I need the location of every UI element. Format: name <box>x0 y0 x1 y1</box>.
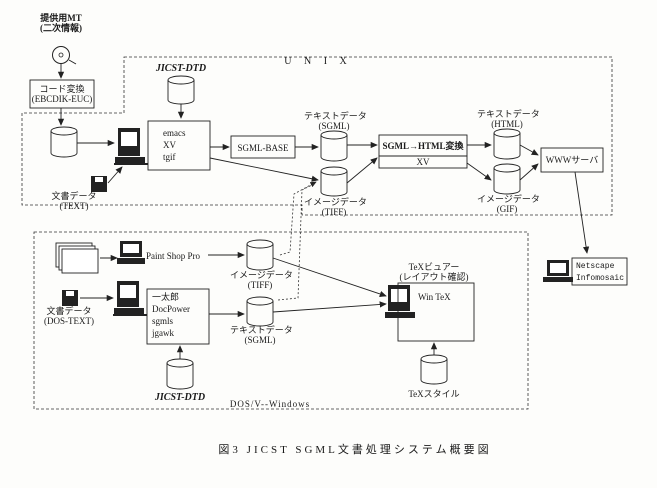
client-box <box>571 257 628 286</box>
xv-label: XV <box>416 157 430 167</box>
tex-style-label: TeXスタイル <box>408 389 460 399</box>
sgml-text-label: テキストデータ(SGML) <box>304 111 367 131</box>
dos-tools-box <box>146 288 210 345</box>
sgml-base-label: SGML-BASE <box>237 143 289 153</box>
text-data-label: 文書データ(TEXT) <box>51 191 97 211</box>
dos-region-label: DOS/V--Windows <box>229 399 311 409</box>
tool-ichitaro: 一太郎 <box>152 292 180 302</box>
paint-shop-label: Paint Shop Pro <box>146 251 201 261</box>
unix-label: U N I X <box>284 56 352 67</box>
unix-region <box>21 56 613 216</box>
tex-style-cylinder <box>420 354 448 385</box>
www-server-label: WWWサーバ <box>545 155 599 165</box>
html-text-cylinder <box>493 128 521 160</box>
dos-dtd-cylinder <box>166 358 194 390</box>
source-mt-label: 提供用MT(二次情報) <box>40 13 82 33</box>
tool-docpower: DocPower <box>152 304 190 314</box>
tex-viewer-label: TeXビュアー(レイアウト確認) <box>399 262 469 282</box>
code-converter-label: コード変換(EBCDIK-EUC) <box>31 84 93 104</box>
tool-sgmls: sgmls <box>152 316 174 326</box>
html-text-label: テキストデータ(HTML) <box>477 109 540 129</box>
tool-tgif: tgif <box>163 152 176 162</box>
floppy-disk-icon <box>91 176 107 192</box>
dos-tools-list: 一太郎 DocPower sgmls jgawk <box>152 292 206 338</box>
sgml-html-converter-label: SGML→HTML変換 <box>382 141 464 151</box>
scanned-documents-icon <box>55 242 99 274</box>
tool-xv: XV <box>163 140 176 150</box>
dos-region <box>33 231 529 410</box>
converted-data-cylinder <box>50 126 78 158</box>
sgml-text-cylinder <box>320 130 348 162</box>
image-transfer-link <box>279 181 317 256</box>
tool-jgawk: jgawk <box>152 328 174 338</box>
dos-text-label: 文書データ(DOS-TEXT) <box>44 306 94 326</box>
tool-emacs: emacs <box>163 128 186 138</box>
tex-pc-icon <box>385 285 415 318</box>
tape-reel-icon <box>52 46 77 65</box>
unix-dtd-cylinder <box>167 75 195 105</box>
wintex-label: Win TeX <box>418 292 451 302</box>
client-laptop-icon <box>543 260 573 282</box>
gif-image-label: イメージデータ(GIF) <box>477 194 540 214</box>
tiff-image-cylinder <box>320 166 348 197</box>
www-server-box <box>540 147 604 173</box>
dos-pc-icon <box>113 281 147 316</box>
dos-tiff-label: イメージデータ(TIFF) <box>230 270 293 290</box>
dos-dtd-label: JICST-DTD <box>154 392 206 403</box>
unix-tools-list: emacs XV tgif <box>163 128 203 162</box>
dos-sgml-cylinder <box>246 296 274 327</box>
wintex-box <box>397 282 475 342</box>
tiff-image-label: イメージデータ(TIFF) <box>304 197 367 217</box>
gif-image-cylinder <box>493 163 521 195</box>
dos-tiff-cylinder <box>246 239 274 271</box>
dos-floppy-disk-icon <box>62 290 78 306</box>
dos-sgml-label: テキストデータ(SGML) <box>230 325 293 345</box>
unix-dtd-label: JICST-DTD <box>155 63 207 74</box>
xv-box <box>378 155 468 169</box>
text-transfer-link <box>277 182 317 301</box>
unix-tools-box <box>147 120 211 171</box>
figure-caption: 図3 JICST SGML文書処理システム概要図 <box>218 444 492 456</box>
scanner-icon <box>117 241 145 264</box>
unix-workstation-icon <box>114 128 148 165</box>
code-converter-box <box>29 79 95 109</box>
